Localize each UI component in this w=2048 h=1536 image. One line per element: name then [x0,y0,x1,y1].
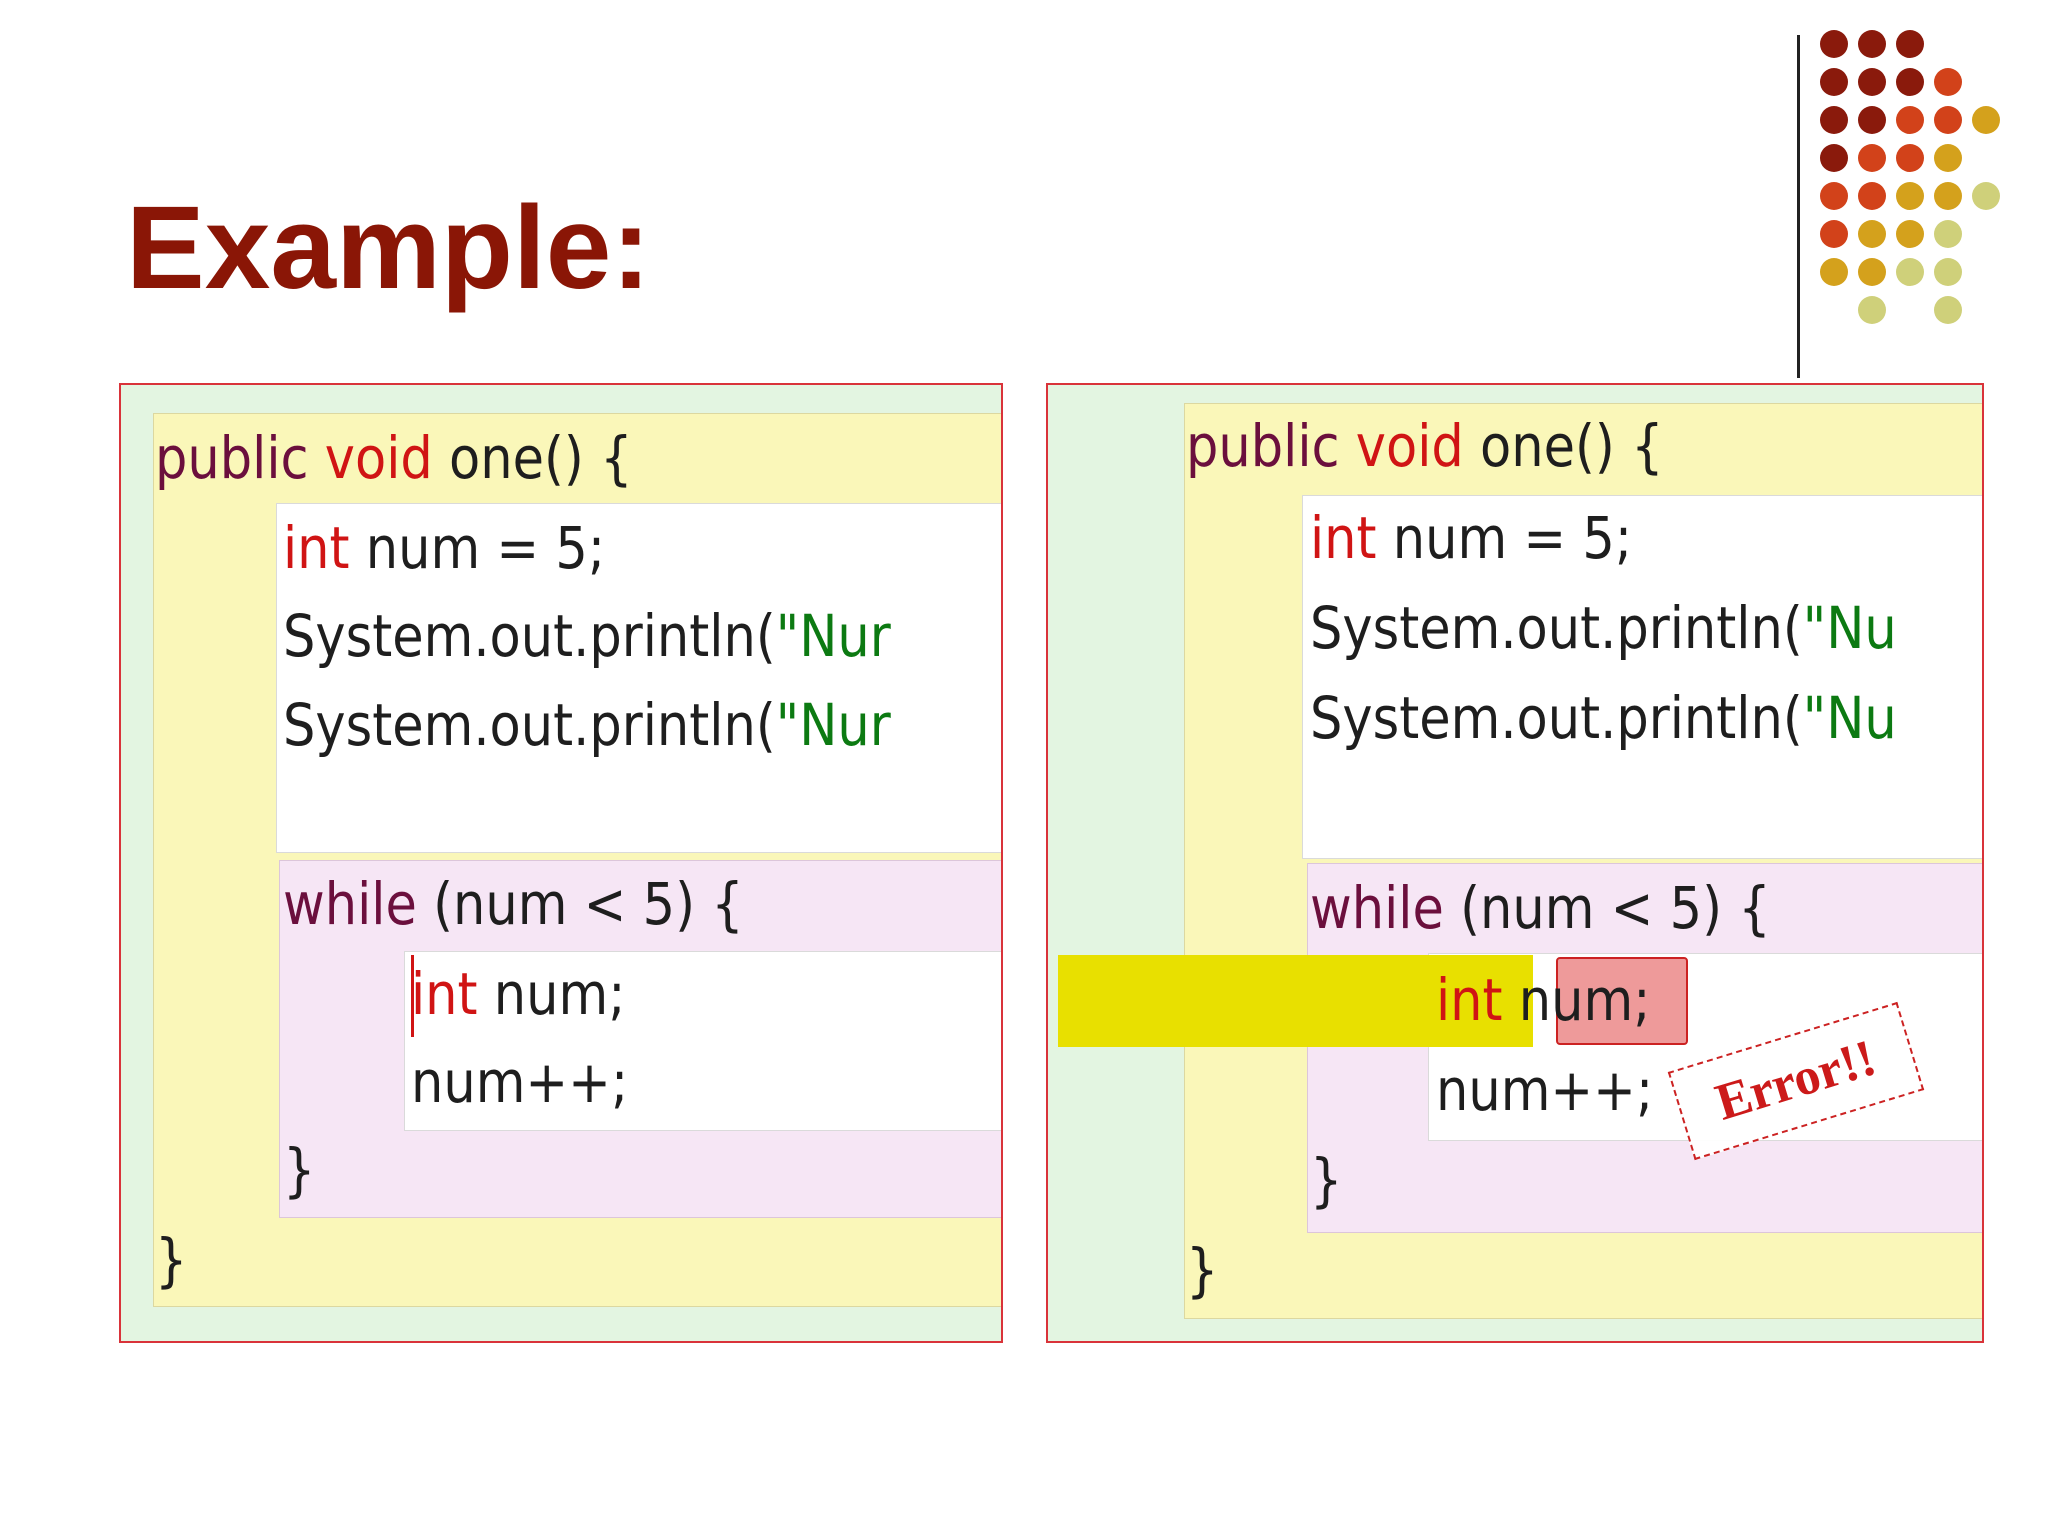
decorative-dot [1934,68,1962,96]
decorative-dot [1896,182,1924,210]
code-line: System.out.println("Nu [1310,594,1897,662]
decorative-dot [1858,296,1886,324]
decorative-dot [1858,144,1886,172]
slide-title: Example: [126,182,651,314]
decorative-dot [1972,106,2000,134]
decorative-dot [1896,220,1924,248]
decorative-dot [1820,68,1848,96]
code-line: System.out.println("Nu [1310,684,1897,752]
decorative-dot [1896,106,1924,134]
code-line: num++; [1436,1056,1654,1124]
code-line: } [155,1226,188,1294]
text-cursor [411,955,414,1037]
while-body-block [404,951,1001,1131]
decorative-dot [1858,30,1886,58]
code-panel-left: public void one() { int num = 5; System.… [119,383,1003,1343]
decorative-dot [1972,182,2000,210]
code-line: } [283,1136,316,1204]
decorative-dot [1820,30,1848,58]
code-line: System.out.println("Nur [283,602,891,670]
decorative-dot [1934,296,1962,324]
code-line: int num; [411,960,626,1028]
decorative-dot [1896,258,1924,286]
code-line: public void one() { [1186,412,1664,480]
decorative-dot [1858,68,1886,96]
decorative-dot [1934,258,1962,286]
decorative-dot [1820,144,1848,172]
decorative-dot [1934,220,1962,248]
error-token-highlight [1556,957,1688,1045]
method-body-block [276,503,1001,853]
decorative-dot [1820,258,1848,286]
decorative-dot [1820,220,1848,248]
decorative-dot [1858,220,1886,248]
code-line: } [1310,1146,1343,1214]
decorative-dot [1934,106,1962,134]
code-line: System.out.println("Nur [283,691,891,759]
decorative-dot [1858,106,1886,134]
code-line: } [1186,1236,1219,1304]
error-line-highlight [1058,955,1533,1047]
decorative-dot [1896,68,1924,96]
divider-line [1797,35,1800,378]
decorative-dot [1820,182,1848,210]
code-line: int num = 5; [1310,504,1633,572]
decorative-dot [1896,30,1924,58]
code-line: while (num < 5) { [1310,874,1771,942]
decorative-dots [1820,30,2030,340]
decorative-dot [1934,182,1962,210]
code-line: num++; [411,1048,629,1116]
code-panel-right: public void one() { int num = 5; System.… [1046,383,1984,1343]
decorative-dot [1896,144,1924,172]
method-body-block [1302,495,1982,859]
decorative-dot [1858,182,1886,210]
code-line: while (num < 5) { [283,870,744,938]
code-line: int num; [1436,966,1651,1034]
decorative-dot [1858,258,1886,286]
code-line: int num = 5; [283,514,606,582]
decorative-dot [1934,144,1962,172]
decorative-dot [1820,106,1848,134]
code-line: public void one() { [155,424,633,492]
